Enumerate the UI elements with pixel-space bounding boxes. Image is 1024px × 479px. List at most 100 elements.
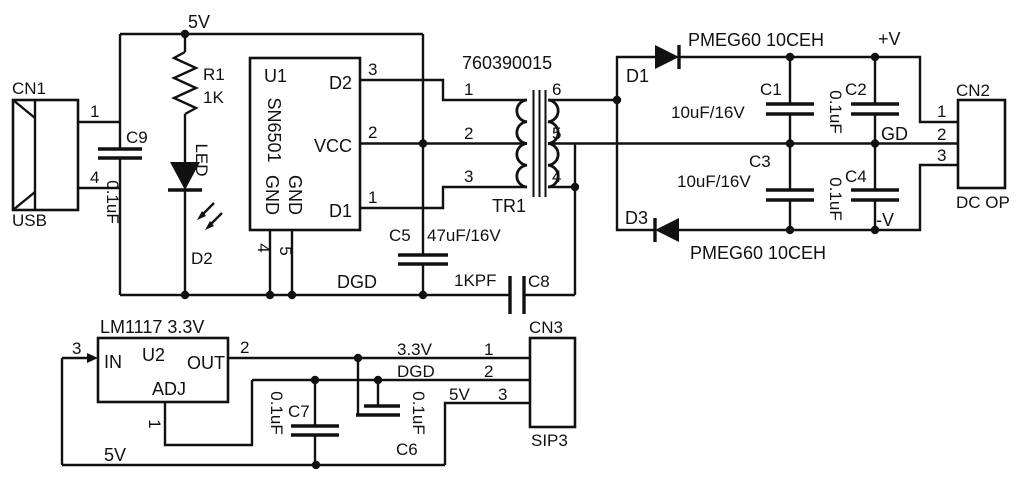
u1-refdes: U1 <box>264 66 287 86</box>
c3-capacitor: C3 10uF/16V <box>677 143 814 230</box>
tr1-primary-coil <box>515 98 528 189</box>
secondary-wiring <box>575 55 958 232</box>
d2-led: LED D2 <box>168 143 223 295</box>
d3-refdes: D3 <box>625 208 648 228</box>
c9-refdes: C9 <box>126 128 148 147</box>
junction-dot <box>418 290 428 300</box>
net-labels: 5V DGD 5V +V GD -V <box>104 12 908 465</box>
u1-pin3-number: 3 <box>368 60 377 79</box>
tr1-pin1-number: 1 <box>464 80 473 99</box>
cn2-pin3-number: 3 <box>937 146 946 165</box>
cn3-type-label: SIP3 <box>531 431 568 450</box>
junction-dot <box>310 375 320 385</box>
tr1-pin3-number: 3 <box>464 167 473 186</box>
wire-adj-route <box>163 380 254 447</box>
u2-refdes: U2 <box>142 345 165 365</box>
c6-refdes: C6 <box>396 440 418 459</box>
regulator-wiring <box>60 356 530 467</box>
junction-dot <box>373 375 383 385</box>
c6-value: 0.1uF <box>409 391 428 434</box>
c2-capacitor: C2 0.1uF <box>826 57 899 144</box>
cn1-top-bevel <box>12 99 36 119</box>
cn2-type-label: DC OP <box>956 193 1010 212</box>
cn3-net-5v-label: 5V <box>449 385 470 404</box>
c7-refdes: C7 <box>288 402 310 421</box>
u1-pin-gnd-a-label: GND <box>262 175 282 215</box>
cn2-outline <box>956 98 1007 190</box>
c9-value: 0.1uF <box>103 180 122 223</box>
c7-value: 0.1uF <box>267 391 286 434</box>
wire-plusv-rail <box>679 55 958 124</box>
u2-pin3-number: 3 <box>72 339 81 358</box>
led-label: LED <box>192 143 211 176</box>
junction-dot <box>870 52 880 62</box>
u2-pin2-number: 2 <box>240 338 249 357</box>
junction-dot <box>785 225 795 235</box>
cn3-outline <box>528 336 577 429</box>
wire-5v-to-cn3 <box>443 401 530 465</box>
c8-refdes: C8 <box>528 272 550 291</box>
cn2-refdes: CN2 <box>956 81 990 100</box>
c3-value: 10uF/16V <box>677 172 751 191</box>
u1-sn6501: U1 SN6501 D2 VCC D1 GND GND 3 2 1 4 5 <box>248 56 377 256</box>
net-plusv-label: +V <box>878 29 901 49</box>
d1-refdes: D1 <box>626 66 649 86</box>
cn3-pin1-number: 1 <box>484 340 493 359</box>
net-5v-bottom-label: 5V <box>104 445 126 465</box>
cn1-pin1-number: 1 <box>90 102 99 121</box>
cn1-refdes: CN1 <box>12 79 46 98</box>
r1-refdes: R1 <box>203 65 225 84</box>
u2-lm1117: LM1117 3.3V U2 IN OUT ADJ 3 2 1 <box>72 317 249 429</box>
u2-pin-adj-label: ADJ <box>152 379 186 399</box>
tr1-pin4-number: 4 <box>552 167 561 186</box>
c5-value: 47uF/16V <box>427 226 501 245</box>
junction-dot <box>418 139 428 148</box>
cn2-pin2-number: 2 <box>937 125 946 144</box>
junction-dot <box>180 29 190 39</box>
u1-pin-vcc-label: VCC <box>314 136 352 156</box>
u1-outline <box>248 56 362 232</box>
d1-diode: D1 PMEG60 10CEH <box>626 30 824 86</box>
c2-value: 0.1uF <box>826 90 845 133</box>
junction-dot <box>180 290 190 300</box>
c2-refdes: C2 <box>845 80 867 99</box>
c5-refdes: C5 <box>389 226 411 245</box>
led-arrow-2-head <box>205 221 214 230</box>
junction-dot <box>353 353 363 363</box>
junction-dot <box>785 139 795 148</box>
d3-diode: D3 PMEG60 10CEH <box>625 208 826 263</box>
cn3-net-dgd-label: DGD <box>397 362 435 381</box>
u1-pin5-number: 5 <box>276 246 295 255</box>
wire-pin6-up <box>615 55 655 100</box>
c5-capacitor: C5 47uF/16V <box>389 143 501 295</box>
junction-dot <box>870 225 880 235</box>
c4-value: 0.1uF <box>826 177 845 220</box>
wire-u1-d2-to-tr1 <box>360 78 527 102</box>
d3-part-label: PMEG60 10CEH <box>690 243 826 263</box>
c6-capacitor: C6 0.1uF <box>356 380 428 459</box>
cn1-outline <box>11 98 80 212</box>
net-gd-label: GD <box>881 124 908 144</box>
u1-pin1-number: 1 <box>368 188 377 207</box>
junction-dots <box>180 29 880 470</box>
c1-refdes: C1 <box>760 80 782 99</box>
c8-capacitor: 1KPF C8 <box>454 271 550 314</box>
led-arrow-1-head <box>197 211 206 220</box>
c1-value: 10uF/16V <box>671 103 745 122</box>
u2-pin-in-label: IN <box>104 352 122 372</box>
d2-refdes: D2 <box>191 249 213 268</box>
r1-resistor: R1 1K <box>171 34 225 162</box>
wire-minusv-rail <box>679 163 958 232</box>
tr1-pin6-number: 6 <box>552 80 561 99</box>
u1-part-label: SN6501 <box>264 97 284 162</box>
junction-dot <box>311 460 321 470</box>
net-dgd-label: DGD <box>337 272 377 292</box>
cn3-net-3v3-label: 3.3V <box>397 340 433 359</box>
junction-dot <box>870 139 880 148</box>
u1-pin4-number: 4 <box>254 243 273 252</box>
wire-u1-d1-to-tr1 <box>360 185 527 210</box>
cn1-usb-connector: CN1 USB 1 4 <box>11 79 99 230</box>
junction-dot <box>265 290 275 300</box>
